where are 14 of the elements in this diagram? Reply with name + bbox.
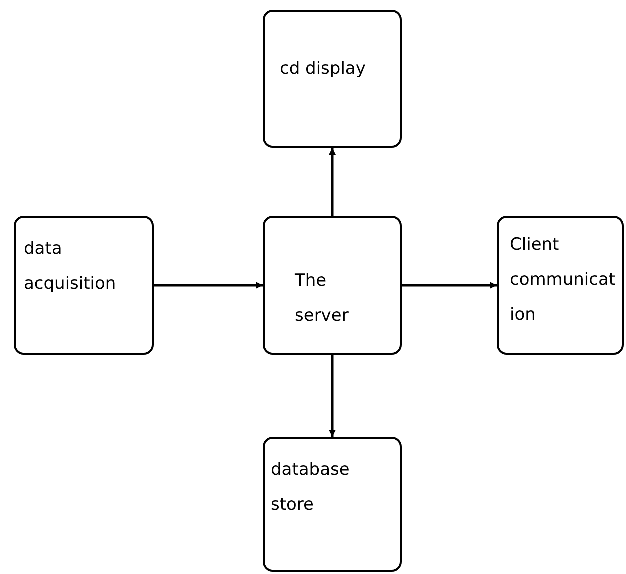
arrow [329,148,336,216]
arrow [329,355,336,437]
box-label: The server [295,270,350,328]
box-label: database store [271,459,351,517]
box-label: cd display [280,58,367,81]
process-box [263,10,402,148]
process-box [263,437,402,572]
arrow [402,282,497,289]
process-box [263,216,402,355]
box-label: data acquisition [24,238,118,296]
arrow [154,282,263,289]
process-box [497,216,624,355]
box-label: Client communication [510,234,617,327]
process-box [14,216,154,355]
